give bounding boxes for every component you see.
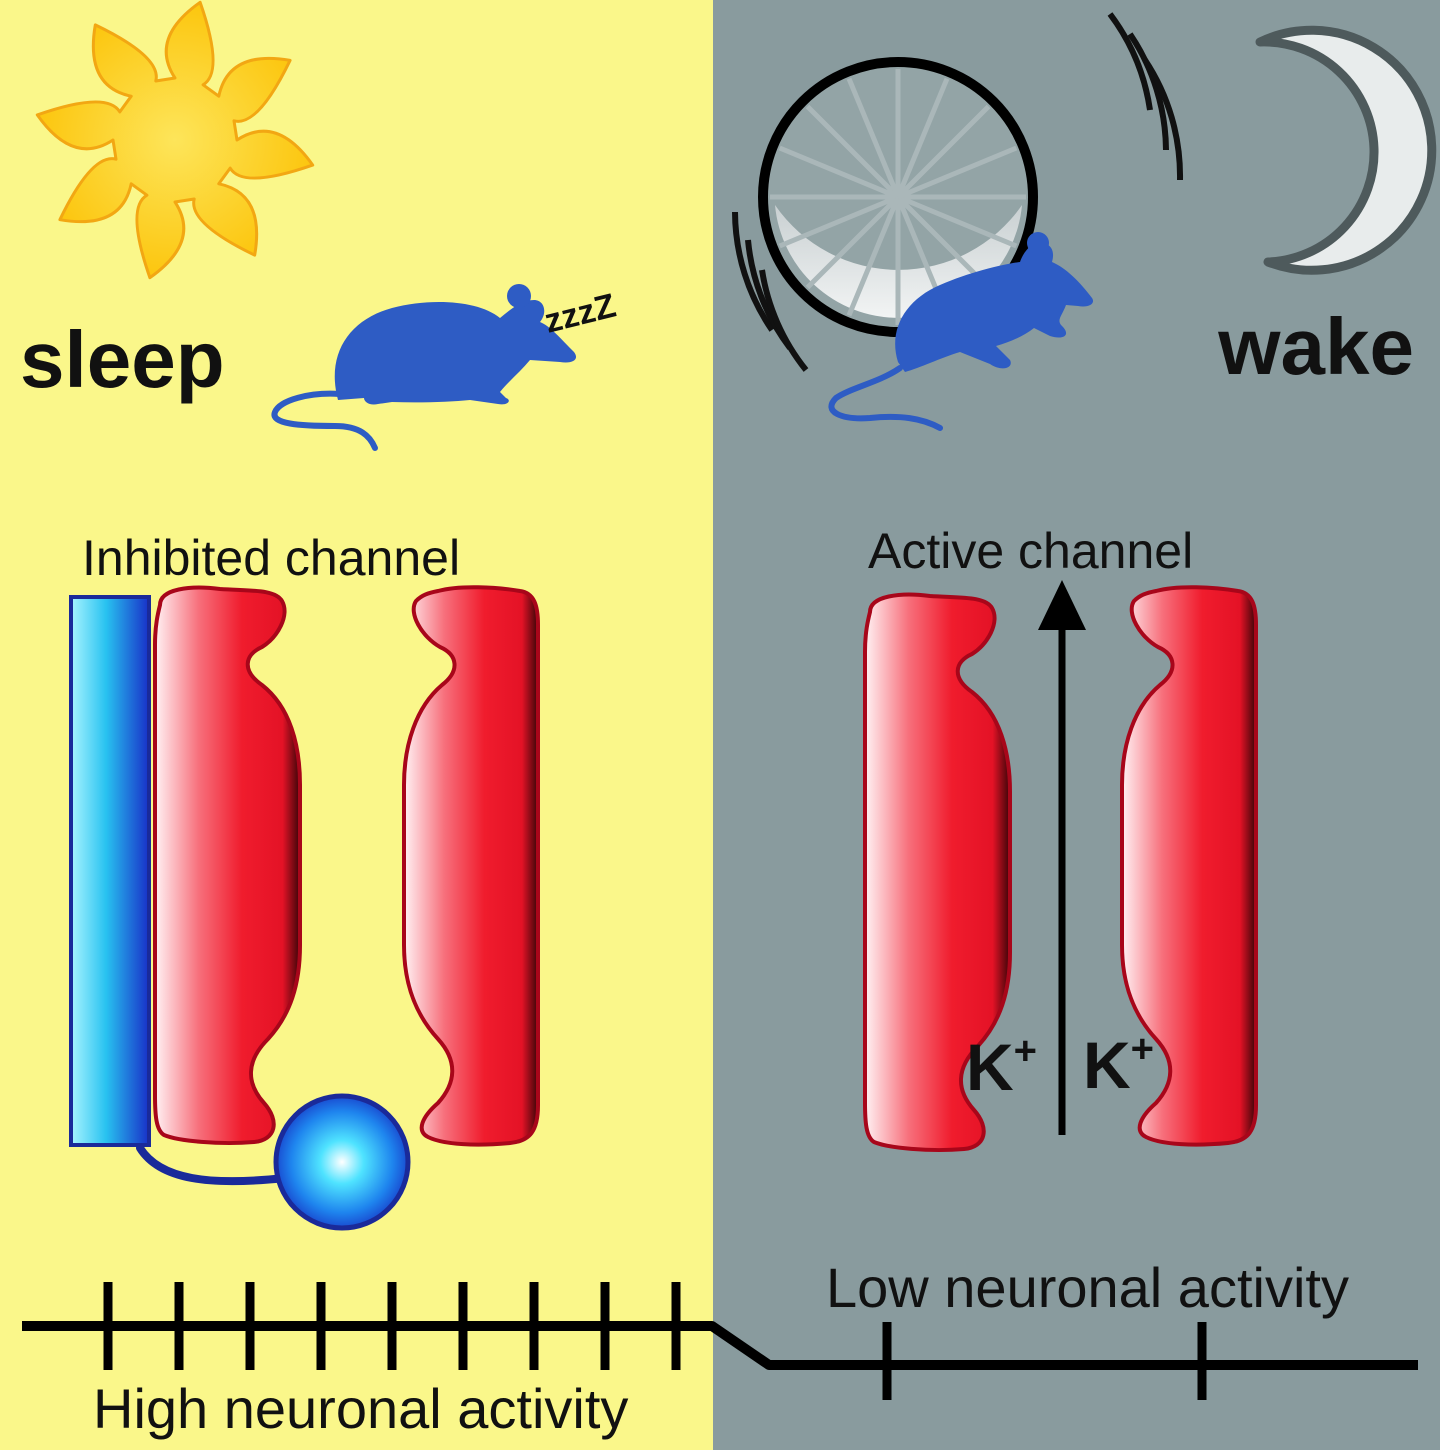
channel-subunit-left <box>863 592 1012 1152</box>
high-activity-spikes <box>103 1282 681 1370</box>
active-channel: K+ K+ <box>863 580 1258 1152</box>
channel-subunit-right <box>1120 585 1258 1147</box>
wheel-spoke <box>778 194 899 249</box>
blocker-tether <box>136 1144 289 1186</box>
low-activity-spikes <box>882 1322 1207 1400</box>
inhibited-channel <box>69 585 540 1231</box>
wheel-spoke <box>895 77 950 198</box>
high-activity-label: High neuronal activity <box>93 1377 628 1440</box>
wheel-spoke <box>805 195 900 290</box>
sleep-title: sleep <box>20 315 225 404</box>
sun-icon <box>35 0 315 280</box>
wheel-spoke <box>805 104 900 199</box>
channel-subunit-left <box>153 585 302 1145</box>
blocker-ball <box>273 1093 411 1231</box>
running-mouse-icon <box>828 232 1094 431</box>
wheel-spoke <box>846 196 901 317</box>
subunit-body <box>402 585 540 1147</box>
neuronal-activity-trace <box>22 1282 1418 1400</box>
wheel-spoke <box>897 145 1018 200</box>
wheel-spoke <box>897 194 1018 249</box>
sun-body <box>35 0 315 280</box>
wheel-spoke <box>896 104 991 199</box>
low-activity-label: Low neuronal activity <box>826 1256 1349 1319</box>
potassium-ion-left: K+ <box>966 1029 1037 1104</box>
channel-subunit-right <box>402 585 540 1147</box>
subunit-body <box>153 585 302 1145</box>
blocker-bar <box>69 595 151 1147</box>
sleeping-mouse-icon <box>271 284 577 451</box>
inhibited-channel-label: Inhibited channel <box>82 530 460 586</box>
crescent-moon-icon <box>1255 25 1437 275</box>
wheel-spoke <box>778 145 899 200</box>
wheel-spoke <box>846 77 901 198</box>
ion-flow-arrow <box>1038 580 1086 1135</box>
active-channel-label: Active channel <box>868 523 1193 579</box>
potassium-ion-right: K+ <box>1083 1027 1154 1102</box>
wheel-spoke <box>896 195 991 290</box>
wake-title: wake <box>1217 302 1414 391</box>
subunit-body <box>863 592 1012 1152</box>
exercise-wheel-icon <box>732 12 1184 372</box>
subunit-body <box>1120 585 1258 1147</box>
